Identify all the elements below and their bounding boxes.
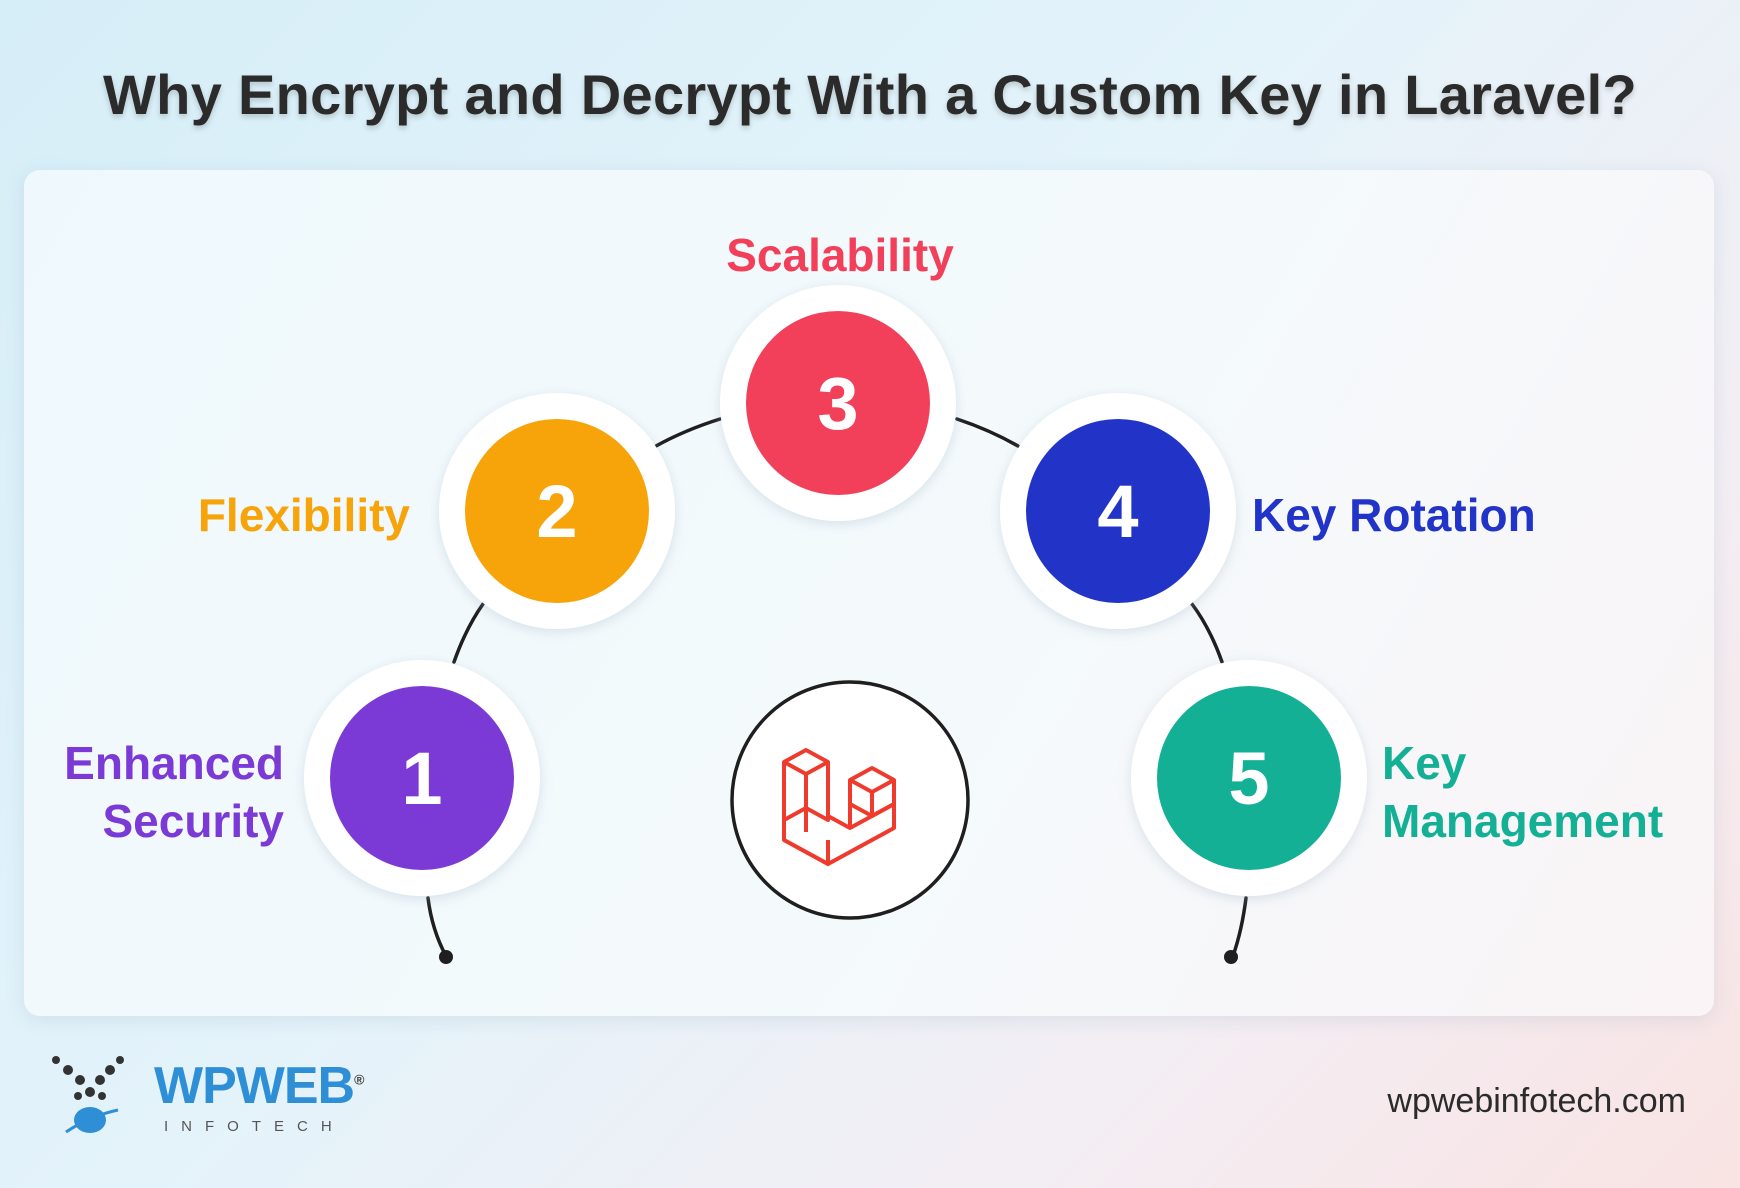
arc-end-dot-left [439, 950, 453, 964]
step-label-4: Key Rotation [1252, 489, 1536, 541]
step-label-5-line-2: Management [1382, 795, 1664, 847]
step-circle-2 [465, 419, 649, 603]
arc-end-dot-right [1224, 950, 1238, 964]
step-number-5: 5 [1228, 737, 1269, 820]
brand-subtitle: INFOTECH [164, 1118, 345, 1135]
step-circle-1 [330, 686, 514, 870]
step-circle-4 [1026, 419, 1210, 603]
wpweb-logo-mark-icon [52, 1056, 124, 1134]
arc-segment-4-5 [1190, 602, 1224, 664]
arc-segment-1 [426, 896, 448, 958]
step-number-1: 1 [401, 737, 442, 820]
brand-logo: WPWEB® INFOTECH [46, 1052, 386, 1148]
step-label-1-line-1: Enhanced [64, 737, 284, 789]
step-number-4: 4 [1097, 470, 1138, 553]
step-label-5-line-1: Key [1382, 737, 1467, 789]
laravel-logo-icon [782, 748, 896, 866]
brand-name: WPWEB® [154, 1056, 364, 1116]
step-label-5: Key Management [1382, 734, 1722, 850]
arc-segment-5 [1231, 896, 1248, 958]
step-number-3: 3 [817, 362, 858, 445]
step-label-3: Scalability [726, 229, 954, 281]
arc-segment-3-4 [955, 417, 1020, 448]
step-label-1: Enhanced Security [24, 734, 284, 850]
step-circle-5 [1157, 686, 1341, 870]
step-label-2: Flexibility [197, 489, 410, 541]
step-label-1-line-2: Security [102, 795, 284, 847]
page-title: Why Encrypt and Decrypt With a Custom Ke… [103, 63, 1637, 126]
website-url: wpwebinfotech.com [1387, 1082, 1686, 1120]
brand-name-text: WPWEB [154, 1057, 355, 1115]
brand-registered-mark: ® [354, 1071, 364, 1088]
arc-segment-2-3 [654, 417, 722, 448]
step-circle-3 [746, 311, 930, 495]
arc-segment-1-2 [452, 602, 485, 664]
step-number-2: 2 [536, 470, 577, 553]
